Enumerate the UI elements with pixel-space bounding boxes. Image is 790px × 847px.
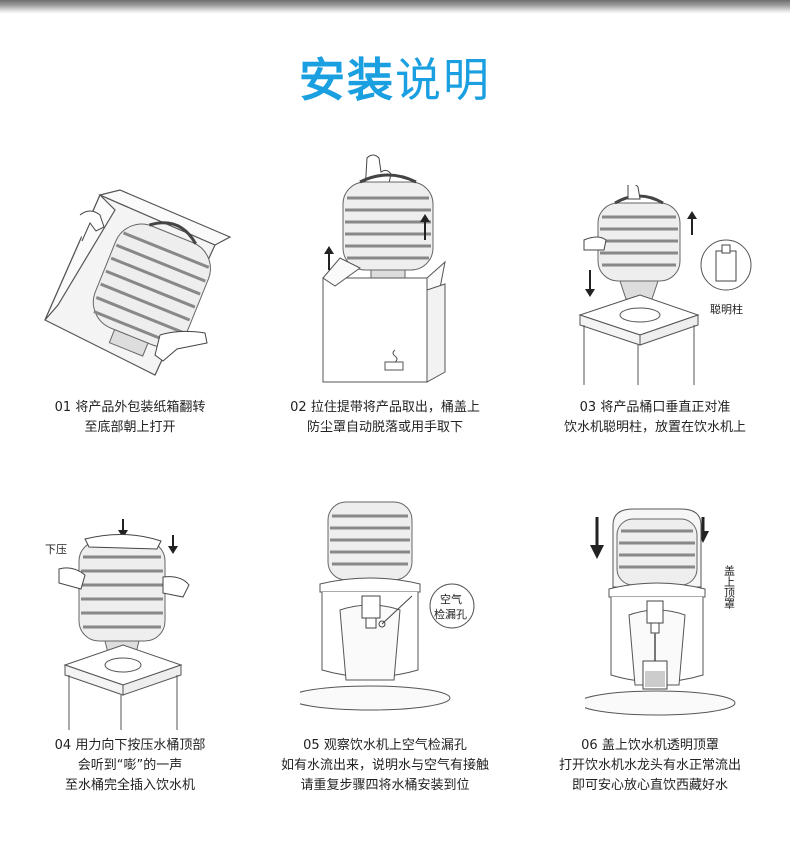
step-1-line-1: 01 将产品外包装纸箱翻转 — [54, 400, 206, 415]
step-6-line-2: 打开饮水机水龙头有水正常流出 — [558, 758, 741, 773]
step-2-line-1: 02 拉住提带将产品取出，桶盖上 — [290, 400, 480, 415]
step-3-line-1: 03 将产品桶口垂直正对准 — [579, 400, 731, 415]
step-5-caption: 05 观察饮水机上空气检漏孔 如有水流出来，说明水与空气有接触 请重复步骤四将水… — [255, 736, 515, 796]
step-4-line-1: 04 用力向下按压水桶顶部 — [54, 738, 206, 753]
step-3-caption: 03 将产品桶口垂直正对准 饮水机聪明柱，放置在饮水机上 — [525, 398, 785, 438]
step-4-line-2: 会听到“嘭”的一声 — [77, 758, 183, 773]
page-title-light: 说明 — [395, 53, 491, 107]
air-hole-label-2: 检漏孔 — [434, 607, 467, 621]
step-6-illustration: 盖上顶罩 — [585, 505, 790, 720]
step-5-line-3: 请重复步骤四将水桶安装到位 — [300, 778, 470, 793]
step-2-line-2: 防尘罩自动脱落或用手取下 — [306, 420, 463, 435]
press-down-label: 下压 — [45, 543, 67, 556]
page-title-bold: 安装 — [299, 53, 395, 107]
step-6-caption: 06 盖上饮水机透明顶罩 打开饮水机水龙头有水正常流出 即可安心放心直饮西藏好水 — [520, 736, 780, 796]
step-6-line-3: 即可安心放心直饮西藏好水 — [571, 778, 728, 793]
step-6-line-1: 06 盖上饮水机透明顶罩 — [581, 738, 719, 753]
step-3-line-2: 饮水机聪明柱，放置在饮水机上 — [563, 420, 746, 435]
step-2-illustration — [305, 150, 565, 385]
air-hole-label-1: 空气 — [440, 592, 462, 606]
step-4-line-3: 至水桶完全插入饮水机 — [64, 778, 195, 793]
step-5-line-1: 05 观察饮水机上空气检漏孔 — [303, 738, 467, 753]
step-5-line-2: 如有水流出来，说明水与空气有接触 — [280, 758, 489, 773]
step-5-illustration: 空气 检漏孔 — [300, 500, 560, 720]
step-1-caption: 01 将产品外包装纸箱翻转 至底部朝上打开 — [0, 398, 260, 438]
smart-column-label: 聪明柱 — [710, 302, 743, 316]
cover-top-label: 盖上顶罩 — [723, 564, 736, 609]
page-title: 安装说明 — [0, 50, 790, 110]
step-1-line-2: 至底部朝上打开 — [84, 420, 176, 435]
step-3-illustration: 聪明柱 — [570, 185, 790, 385]
step-4-caption: 04 用力向下按压水桶顶部 会听到“嘭”的一声 至水桶完全插入饮水机 — [0, 736, 260, 796]
step-2-caption: 02 拉住提带将产品取出，桶盖上 防尘罩自动脱落或用手取下 — [255, 398, 515, 438]
step-4-illustration: 下压 — [45, 515, 305, 730]
step-1-illustration — [40, 185, 300, 385]
top-shadow-bar — [0, 0, 790, 14]
